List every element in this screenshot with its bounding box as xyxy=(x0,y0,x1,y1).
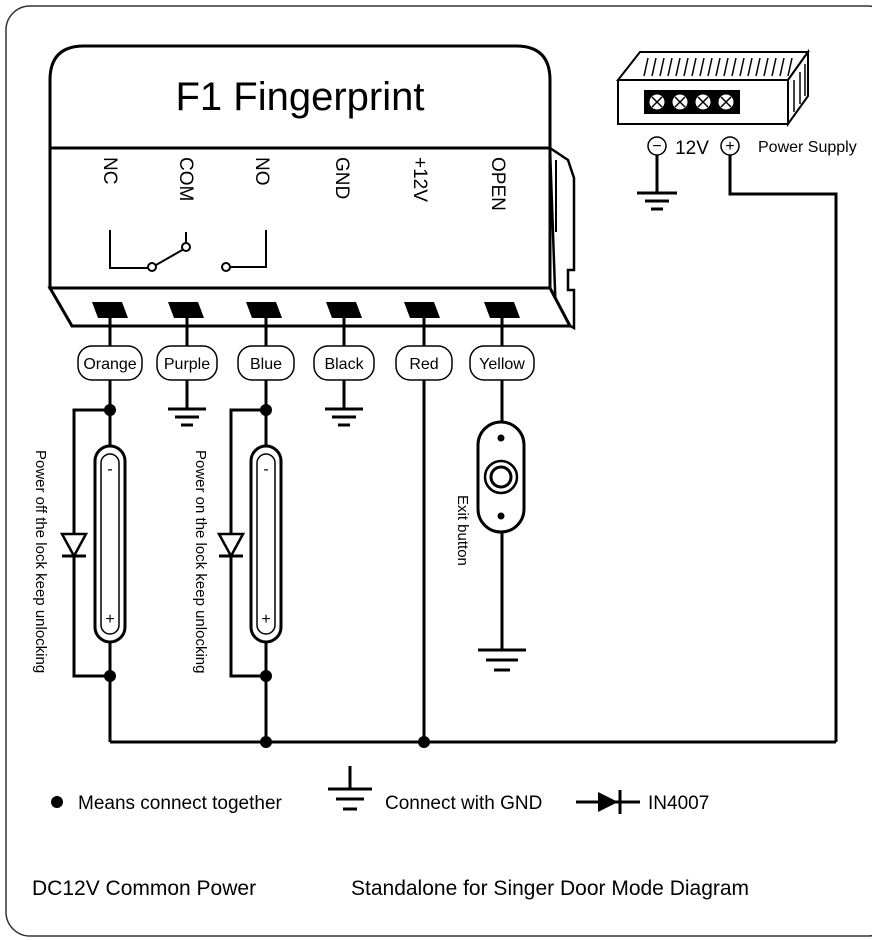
terminal-label-open: OPEN xyxy=(487,157,508,211)
diode-1-icon xyxy=(59,532,89,559)
controller-box: F1 Fingerprint xyxy=(47,44,576,331)
wire-label-orange: Orange xyxy=(83,356,136,373)
power-supply-unit xyxy=(615,48,810,128)
wire-label-red: Red xyxy=(409,356,438,373)
junction-dot xyxy=(104,404,116,416)
relay-switch-symbol xyxy=(109,230,267,272)
lock-1-circuit: - + Power off the lock keep unlocking xyxy=(32,380,127,742)
terminal-labels: NC COM NO GND +12V OPEN xyxy=(99,157,508,211)
lock-2-minus: - xyxy=(263,461,268,478)
terminal-label-com: COM xyxy=(175,157,196,201)
lock-1-minus: - xyxy=(107,461,112,478)
power-supply-label: Power Supply xyxy=(758,139,857,156)
black-ground-icon xyxy=(325,407,363,427)
junction-dot xyxy=(260,736,272,748)
plus-terminal-symbol: + xyxy=(725,138,734,155)
wire-color-labels: Orange Purple Blue Black Red Yellow xyxy=(77,345,535,381)
exit-button-circuit: Exit button xyxy=(454,380,526,672)
diode-2-icon xyxy=(216,532,246,559)
lock-2-plus: + xyxy=(261,611,270,628)
lock-2-circuit: - + Power on the lock keep unlocking xyxy=(192,380,283,742)
junction-dot xyxy=(104,670,116,682)
terminal-label-gnd: GND xyxy=(331,157,352,199)
lock-2-caption: Power on the lock keep unlocking xyxy=(192,450,209,673)
footer-right: Standalone for Singer Door Mode Diagram xyxy=(351,877,749,900)
terminal-leads xyxy=(108,318,504,346)
minus-terminal-symbol: − xyxy=(652,138,661,155)
junction-dot xyxy=(260,404,272,416)
legend-diode-text: IN4007 xyxy=(648,793,709,814)
purple-ground-icon xyxy=(168,407,206,427)
power-supply-voltage: 12V xyxy=(675,138,709,159)
footer-left: DC12V Common Power xyxy=(32,877,256,900)
terminal-label-12v: +12V xyxy=(409,157,430,202)
legend-ground-icon xyxy=(328,766,372,811)
legend-diode-icon xyxy=(576,790,640,814)
psu-ground-icon xyxy=(637,191,677,211)
lock-1-plus: + xyxy=(105,611,114,628)
legend: Means connect together Connect with GND … xyxy=(51,766,709,814)
terminal-label-no: NO xyxy=(251,157,272,186)
legend-dot-icon xyxy=(51,796,63,808)
device-title: F1 Fingerprint xyxy=(176,75,425,119)
wire-label-blue: Blue xyxy=(250,356,282,373)
wire-label-purple: Purple xyxy=(164,356,210,373)
legend-gnd-text: Connect with GND xyxy=(385,793,542,814)
junction-dot xyxy=(418,736,430,748)
lock-1-caption: Power off the lock keep unlocking xyxy=(32,450,49,673)
terminal-blocks xyxy=(92,302,520,318)
wire-label-yellow: Yellow xyxy=(479,356,525,373)
terminal-label-nc: NC xyxy=(99,157,120,184)
exit-button-label: Exit button xyxy=(454,495,471,566)
wire-label-black: Black xyxy=(324,356,364,373)
junction-dot xyxy=(260,670,272,682)
legend-dot-text: Means connect together xyxy=(78,793,283,814)
